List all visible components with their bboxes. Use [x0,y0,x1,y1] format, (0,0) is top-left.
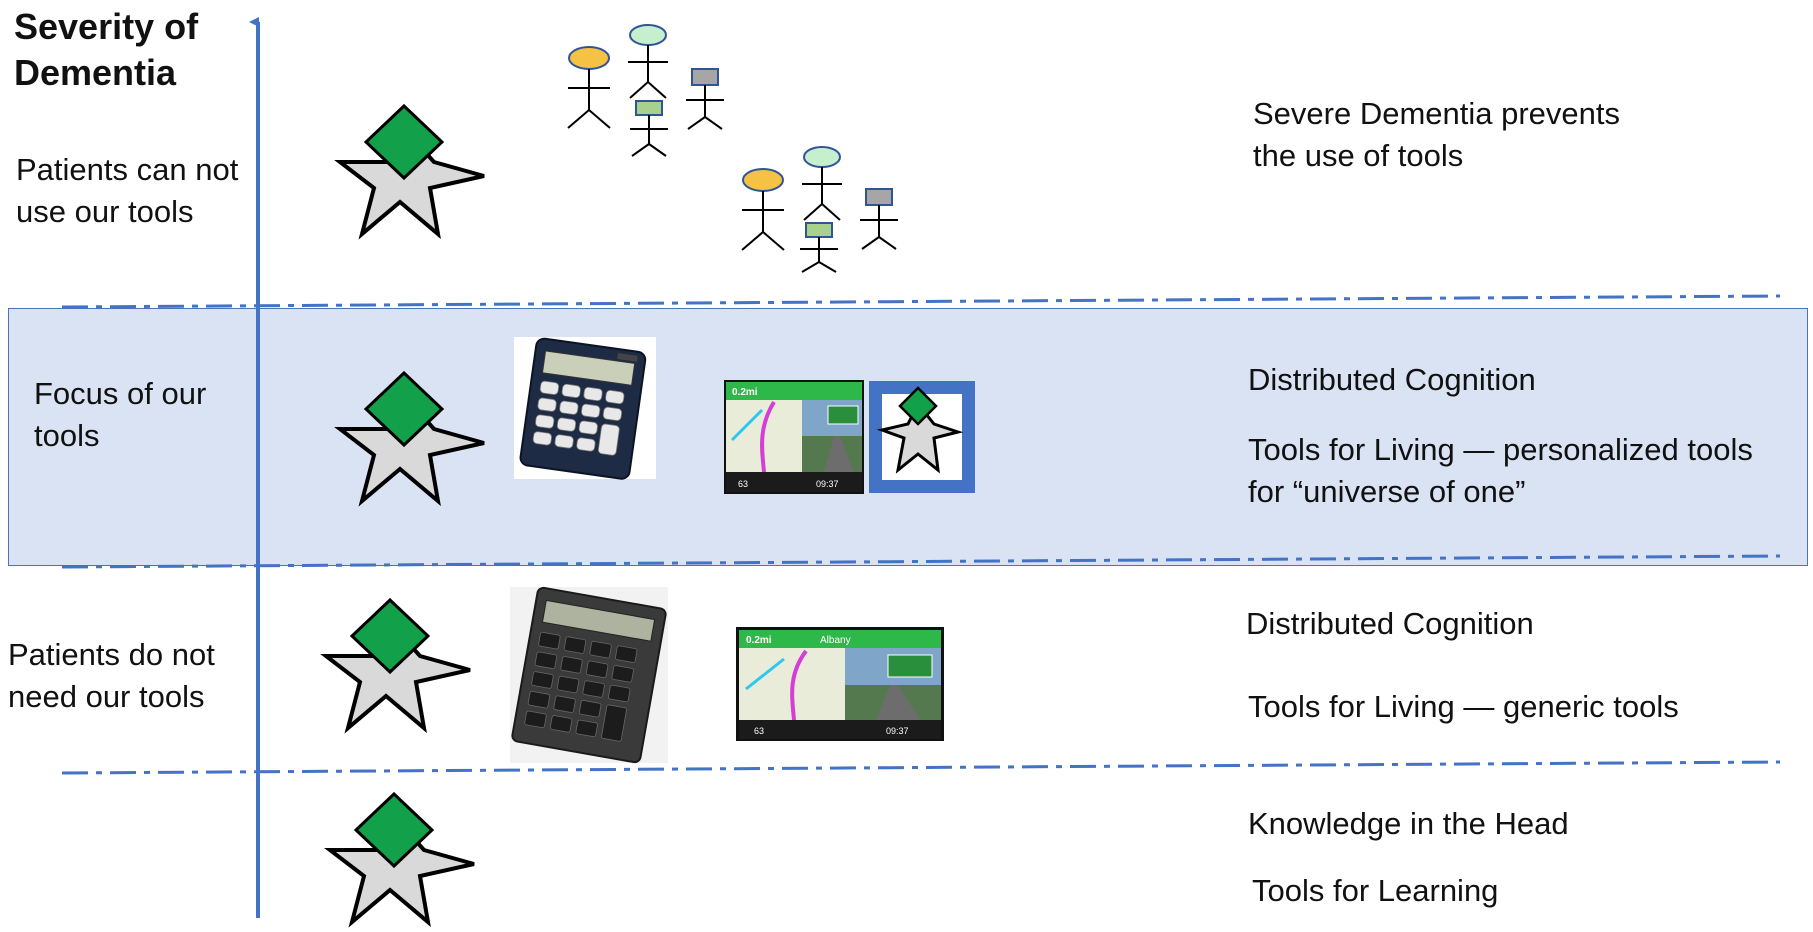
focus-right-line2: for “universe of one” [1248,474,1526,509]
person-star-icon [324,791,475,928]
focus-right-label: Tools for Living — personalized tools fo… [1248,429,1753,513]
mild-left-line2: need our tools [8,679,205,714]
focus-left-label: Focus of our tools [34,373,206,457]
severe-right-line2: the use of tools [1253,138,1464,173]
healthy-right-heading: Knowledge in the Head [1248,806,1569,841]
mild-left-label: Patients do not need our tools [8,634,215,718]
severe-left-line2: use our tools [16,194,194,229]
person-star-icon [320,597,471,734]
calculator-image [514,337,656,480]
axis-title: Severity of Dementia [14,4,198,96]
severe-left-line1: Patients can not [16,152,239,187]
divider-focus-mild [61,554,1781,569]
focus-left-line2: tools [34,418,100,453]
stick-figure-group [567,24,724,157]
mild-right-line1: Tools for Living — generic tools [1248,689,1679,724]
healthy-right-line1: Tools for Learning [1252,873,1499,908]
stick-figure-group [741,146,898,273]
person-star-icon [334,370,485,507]
axis-title-line2: Dementia [14,52,177,93]
gps-time: 09:37 [886,726,909,736]
personalized-person-icon [869,381,975,493]
gps-distance: 0.2mi [732,387,758,398]
gps-navigation-image: 0.2mi 63 09:37 [724,380,864,494]
gps-distance: 0.2mi [746,635,772,646]
gps-speed: 63 [738,479,748,489]
severe-right-line1: Severe Dementia prevents [1253,96,1621,131]
gps-speed: 63 [754,726,764,736]
person-star-icon [334,103,485,240]
gps-road: Albany [820,635,851,646]
mild-left-line1: Patients do not [8,637,215,672]
severe-left-label: Patients can not use our tools [16,149,238,233]
severe-right-label: Severe Dementia prevents the use of tool… [1253,93,1620,177]
gps-navigation-image: 0.2mi Albany 63 09:37 [736,627,944,741]
focus-right-line1: Tools for Living — personalized tools [1248,432,1753,467]
calculator-image [510,586,668,764]
gps-time: 09:37 [816,479,839,489]
divider-mild-healthy [61,760,1781,775]
mild-right-heading: Distributed Cognition [1246,606,1534,641]
focus-right-heading: Distributed Cognition [1248,362,1536,397]
divider-severe-focus [61,294,1781,309]
axis-title-line1: Severity of [14,6,199,47]
focus-left-line1: Focus of our [34,376,207,411]
